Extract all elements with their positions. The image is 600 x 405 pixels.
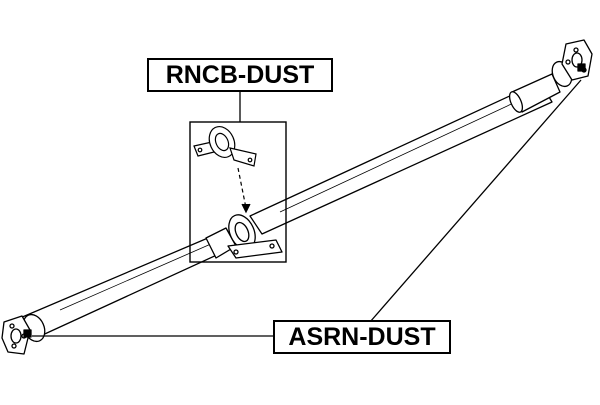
shaft-tube-front [249, 81, 553, 235]
rear-flange-joint [1, 313, 46, 355]
shaft-highlight [59, 239, 221, 311]
rncb-dust-label: RNCB-DUST [147, 58, 333, 92]
center-bearing-detail [193, 125, 257, 214]
inset-frame [189, 121, 287, 263]
leader-asrn-front [369, 79, 582, 323]
center-bearing-installed [205, 214, 283, 259]
front-flange-joint [551, 39, 593, 88]
shaft-tube-rear [19, 231, 233, 339]
asrn-dust-label: ASRN-DUST [273, 320, 451, 354]
shaft-highlight-2 [279, 99, 521, 213]
